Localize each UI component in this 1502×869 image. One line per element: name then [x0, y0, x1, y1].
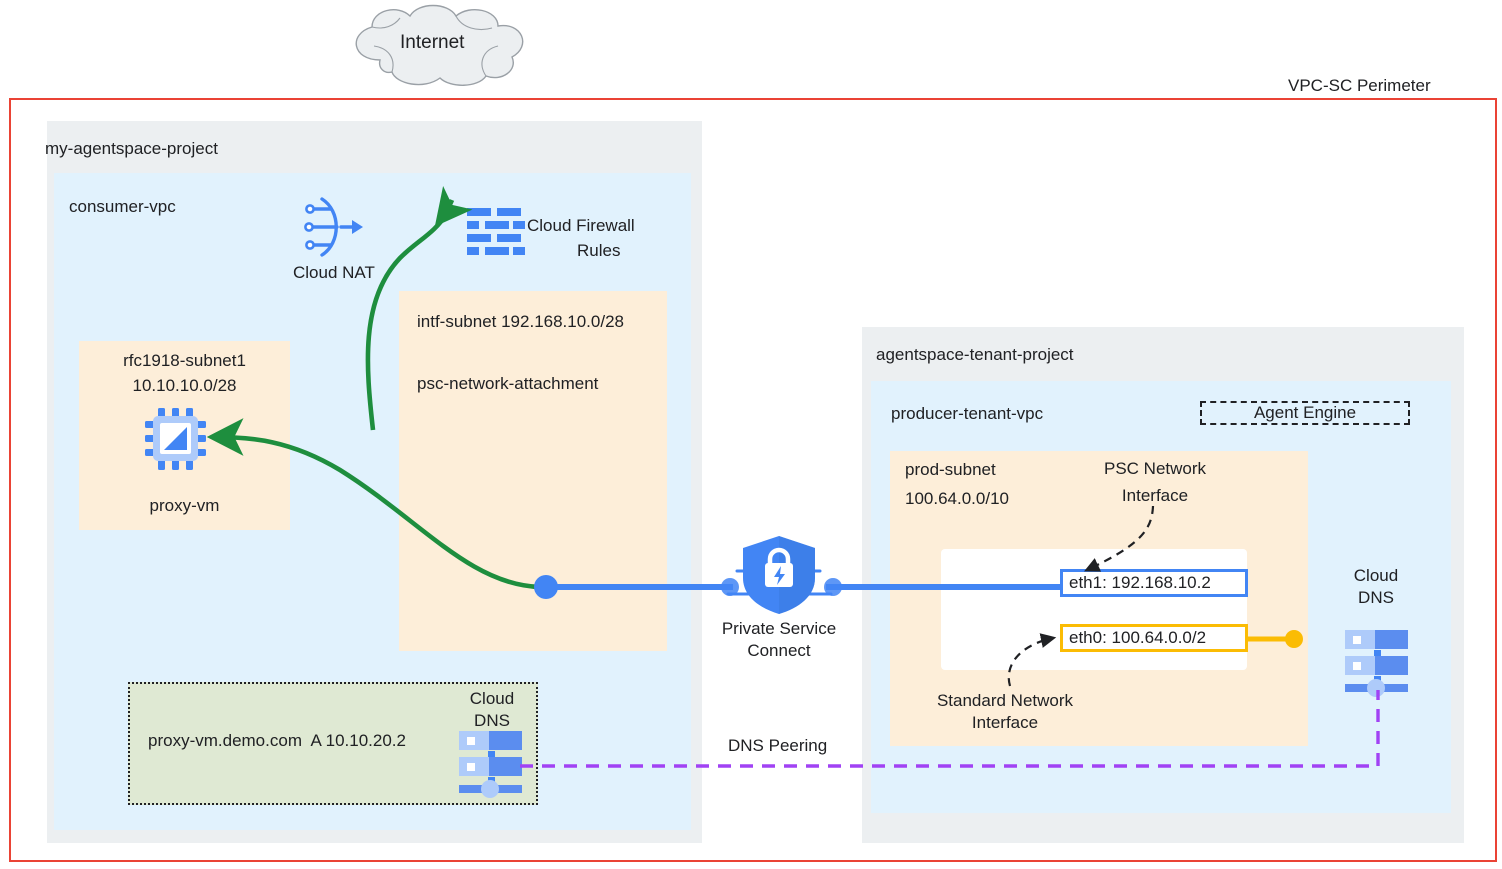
- subnet-prod-subnet-name: prod-subnet: [905, 460, 996, 479]
- cloud-dns-right-label-line1: Cloud: [1353, 566, 1399, 585]
- project-agentspace-tenant-project-label: agentspace-tenant-project: [876, 345, 1074, 364]
- nic-eth0-label: eth0: 100.64.0.0/2: [1069, 628, 1207, 647]
- cloud-dns-left-label-line1: Cloud: [469, 689, 515, 708]
- nic-eth1[interactable]: eth1: 192.168.10.2: [1060, 569, 1248, 597]
- subnet-rfc1918-subnet1-name: rfc1918-subnet1: [123, 351, 246, 370]
- private-service-connect-label-line2: Connect: [747, 641, 811, 660]
- dns-record: proxy-vm.demo.com A 10.10.20.2: [148, 731, 406, 750]
- cloud-firewall-rules-label-line1: Cloud Firewall: [527, 216, 635, 235]
- nic-eth0[interactable]: eth0: 100.64.0.0/2: [1060, 624, 1248, 652]
- private-service-connect-label-line1: Private Service: [721, 619, 837, 638]
- agent-engine-label: Agent Engine: [1253, 403, 1357, 422]
- agent-engine-box: Agent Engine: [1200, 401, 1410, 425]
- project-my-agentspace-project-label: my-agentspace-project: [45, 139, 218, 158]
- dns-peering-label: DNS Peering: [728, 736, 828, 755]
- subnet-rfc1918-subnet1-cidr: 10.10.10.0/28: [132, 376, 237, 395]
- vpc-sc-perimeter-label: VPC-SC Perimeter: [1288, 76, 1431, 95]
- psc-network-interface-annotation-line1: PSC Network: [1103, 459, 1207, 478]
- vpc-producer-tenant-vpc-label: producer-tenant-vpc: [891, 404, 1044, 423]
- cloud-dns-left-label-line2: DNS: [474, 711, 510, 730]
- nic-eth1-label: eth1: 192.168.10.2: [1069, 573, 1211, 592]
- psc-network-interface-annotation-line2: Interface: [1121, 486, 1189, 505]
- subnet-intf-subnet-cidr: intf-subnet 192.168.10.0/28: [417, 312, 624, 331]
- subnet-prod-subnet-cidr: 100.64.0.0/10: [905, 489, 1009, 508]
- internet-label: Internet: [400, 32, 465, 53]
- psc-network-attachment-label: psc-network-attachment: [417, 374, 599, 393]
- cloud-dns-right-label-line2: DNS: [1358, 588, 1394, 607]
- cloud-nat-label: Cloud NAT: [293, 263, 375, 282]
- subnet-intf-subnet: [399, 291, 667, 651]
- proxy-vm-label: proxy-vm: [149, 496, 220, 515]
- cloud-firewall-rules-label-line2: Rules: [577, 241, 621, 260]
- vpc-sc-perimeter-boundary: [9, 98, 1497, 862]
- vpc-consumer-vpc-label: consumer-vpc: [69, 197, 176, 216]
- standard-network-interface-annotation-line2: Interface: [971, 713, 1039, 732]
- standard-network-interface-annotation-line1: Standard Network: [936, 691, 1074, 710]
